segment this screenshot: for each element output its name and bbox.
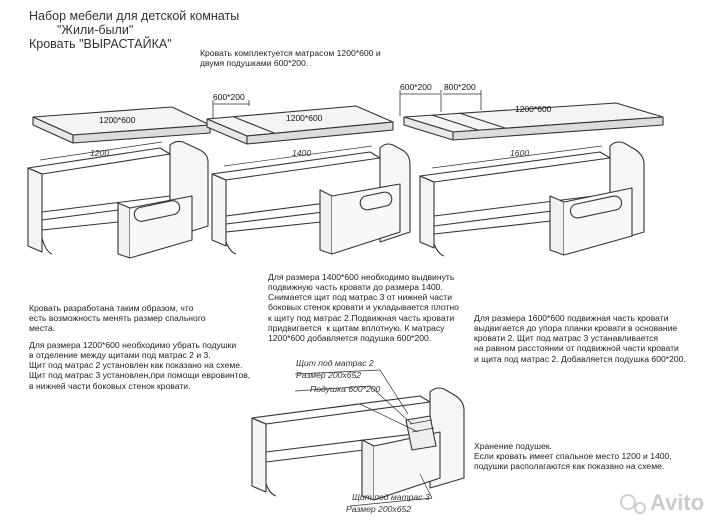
callout-size-2: Размер 200х652: [296, 370, 362, 380]
dimension-lines: [212, 90, 482, 118]
note-storage: Хранение подушек. Если кровать имеет спа…: [474, 441, 672, 472]
top-note: Кровать комплектуется матрасом 1200*600 …: [200, 48, 381, 69]
dim-bed-1200: 1200: [90, 148, 110, 158]
callout-pillow: Подушка 600*200: [310, 384, 381, 394]
dim-bed-1400: 1400: [292, 148, 312, 158]
bed-1600: [419, 141, 645, 257]
note-size-1200: Для размера 1200*600 необходимо убрать п…: [29, 340, 251, 391]
dim-mattress-2: 1200*600: [286, 113, 323, 123]
dim-pad-1: 600*200: [213, 92, 245, 102]
title-line-1: Набор мебели для детской комнаты: [29, 9, 240, 23]
dim-mattress-3: 1200*600: [515, 104, 552, 114]
callout-shield-2: Щит под матрас 2: [296, 358, 374, 368]
title-line-2: "Жили-были": [57, 23, 134, 37]
mattress-1400x600: [206, 105, 394, 145]
callout-size-3: Размер 200х652: [346, 504, 412, 514]
title-line-3: Кровать "ВЫРАСТАЙКА": [29, 37, 172, 51]
bed-1400: [211, 143, 411, 255]
dim-pad-2a: 600*200: [400, 82, 432, 92]
dim-bed-1600: 1600: [510, 148, 530, 158]
watermark-logo-icon: [620, 494, 646, 514]
mattress-1600x600: [403, 102, 664, 141]
note-size-1400: Для размера 1400*600 необходимо выдвинут…: [268, 272, 459, 343]
dim-mattress-1: 1200*600: [99, 115, 136, 125]
watermark: Avito: [650, 490, 705, 515]
callout-shield-3: Щит под матрас 3: [352, 492, 430, 502]
note-size-1600: Для размера 1600*600 подвижная часть кро…: [474, 313, 686, 364]
bed-1200: [27, 140, 209, 259]
dim-pad-2b: 800*200: [444, 82, 476, 92]
note-design: Кровать разработана таким образом, что е…: [29, 303, 206, 334]
mattress-1200x600-a: [32, 106, 211, 144]
bed-storage: [251, 369, 465, 507]
